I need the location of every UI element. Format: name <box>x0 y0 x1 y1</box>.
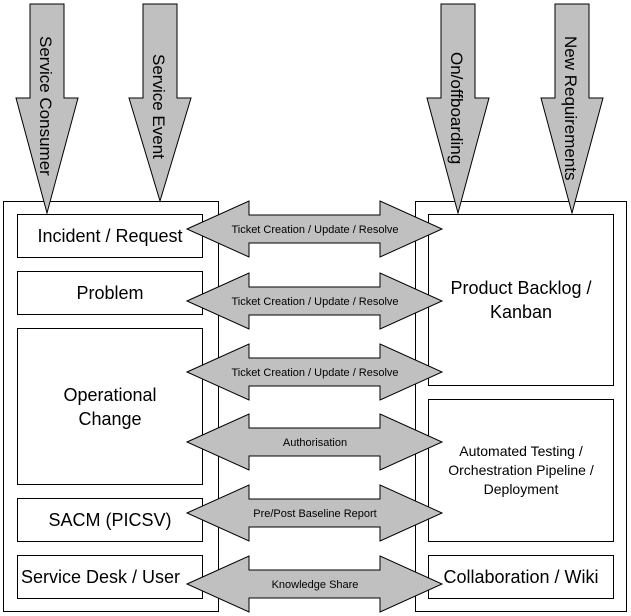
sacm-label: SACM (PICSV) <box>48 510 172 530</box>
operational-change-label: Operational Change <box>63 384 157 429</box>
automated-testing-label: Automated Testing / Orchestration Pipeli… <box>448 443 594 497</box>
service-event-arrow: Service Event <box>128 3 192 203</box>
connector-arrow-authorisation: Authorisation <box>185 413 444 471</box>
connector-label-authorisation: Authorisation <box>283 437 347 449</box>
connector-label-problem: Ticket Creation / Update / Resolve <box>231 296 398 308</box>
new-requirements-arrow: New Requirements <box>540 3 604 215</box>
connector-arrow-incident: Ticket Creation / Update / Resolve <box>185 200 444 258</box>
connector-arrow-change: Ticket Creation / Update / Resolve <box>185 343 444 401</box>
product-backlog-label: Product Backlog / Kanban <box>450 278 592 322</box>
service-desk-label: Service Desk / User <box>21 567 181 587</box>
collaboration-label: Collaboration / Wiki <box>443 567 599 587</box>
problem-box: Problem <box>17 271 203 315</box>
onoffboarding-label: On/offboarding <box>447 52 466 164</box>
connector-label-knowledge: Knowledge Share <box>272 579 359 591</box>
connector-label-baseline: Pre/Post Baseline Report <box>253 508 377 520</box>
service-consumer-label: Service Consumer <box>36 36 55 176</box>
sacm-box: SACM (PICSV) <box>17 498 203 542</box>
connector-arrow-knowledge: Knowledge Share <box>185 555 444 613</box>
new-requirements-label: New Requirements <box>561 36 580 181</box>
incident-request-box: Incident / Request <box>17 214 203 258</box>
service-consumer-arrow: Service Consumer <box>15 3 79 215</box>
onoffboarding-arrow: On/offboarding <box>426 3 490 215</box>
automated-testing-box: Automated Testing / Orchestration Pipeli… <box>428 399 614 542</box>
connector-arrow-baseline: Pre/Post Baseline Report <box>185 484 444 542</box>
connector-arrow-problem: Ticket Creation / Update / Resolve <box>185 272 444 330</box>
connector-label-change: Ticket Creation / Update / Resolve <box>231 367 398 379</box>
service-event-label: Service Event <box>149 54 168 159</box>
problem-label: Problem <box>76 283 144 303</box>
connector-label-incident: Ticket Creation / Update / Resolve <box>231 224 398 236</box>
operational-change-box: Operational Change <box>17 328 203 485</box>
collaboration-box: Collaboration / Wiki <box>428 555 614 599</box>
product-backlog-box: Product Backlog / Kanban <box>428 214 614 386</box>
incident-request-label: Incident / Request <box>37 226 183 246</box>
